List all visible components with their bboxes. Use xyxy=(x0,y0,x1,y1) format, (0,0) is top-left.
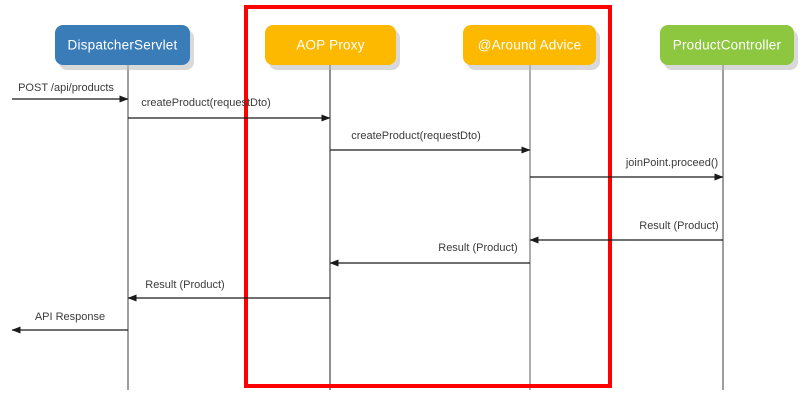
message-label-msg-create-product-advice: createProduct(requestDto) xyxy=(351,130,481,142)
lifelines-group xyxy=(127,65,724,390)
message-label-msg-joinpoint-proceed: joinPoint.proceed() xyxy=(625,157,718,169)
messages-group: POST /api/products createProduct(requestD… xyxy=(11,82,724,334)
participant-label-aop-proxy: AOP Proxy xyxy=(296,38,364,53)
participant-box-product-controller[interactable] xyxy=(660,25,794,65)
message-label-msg-post-api-products: POST /api/products xyxy=(18,82,114,94)
message-label-msg-create-product-proxy: createProduct(requestDto) xyxy=(141,97,271,109)
participant-box-around-advice[interactable] xyxy=(463,25,596,65)
message-label-msg-result-advice-to-proxy: Result (Product) xyxy=(438,242,517,254)
aop-boundary-rect xyxy=(244,5,612,388)
participant-label-around-advice: @Around Advice xyxy=(478,38,582,53)
message-label-msg-result-proxy-to-dispatcher: Result (Product) xyxy=(145,279,224,291)
message-label-msg-result-controller-to-advice: Result (Product) xyxy=(639,220,718,232)
participant-boxes-group: DispatcherServlet AOP Proxy @Around Advice… xyxy=(55,25,798,70)
participant-label-dispatcher-servlet: DispatcherServlet xyxy=(68,38,178,53)
message-label-msg-api-response: API Response xyxy=(35,311,105,323)
participant-box-dispatcher-servlet[interactable] xyxy=(55,25,190,65)
aop-boundary-highlight xyxy=(244,5,612,388)
participant-label-product-controller: ProductController xyxy=(673,38,782,53)
participant-box-aop-proxy[interactable] xyxy=(265,25,396,65)
